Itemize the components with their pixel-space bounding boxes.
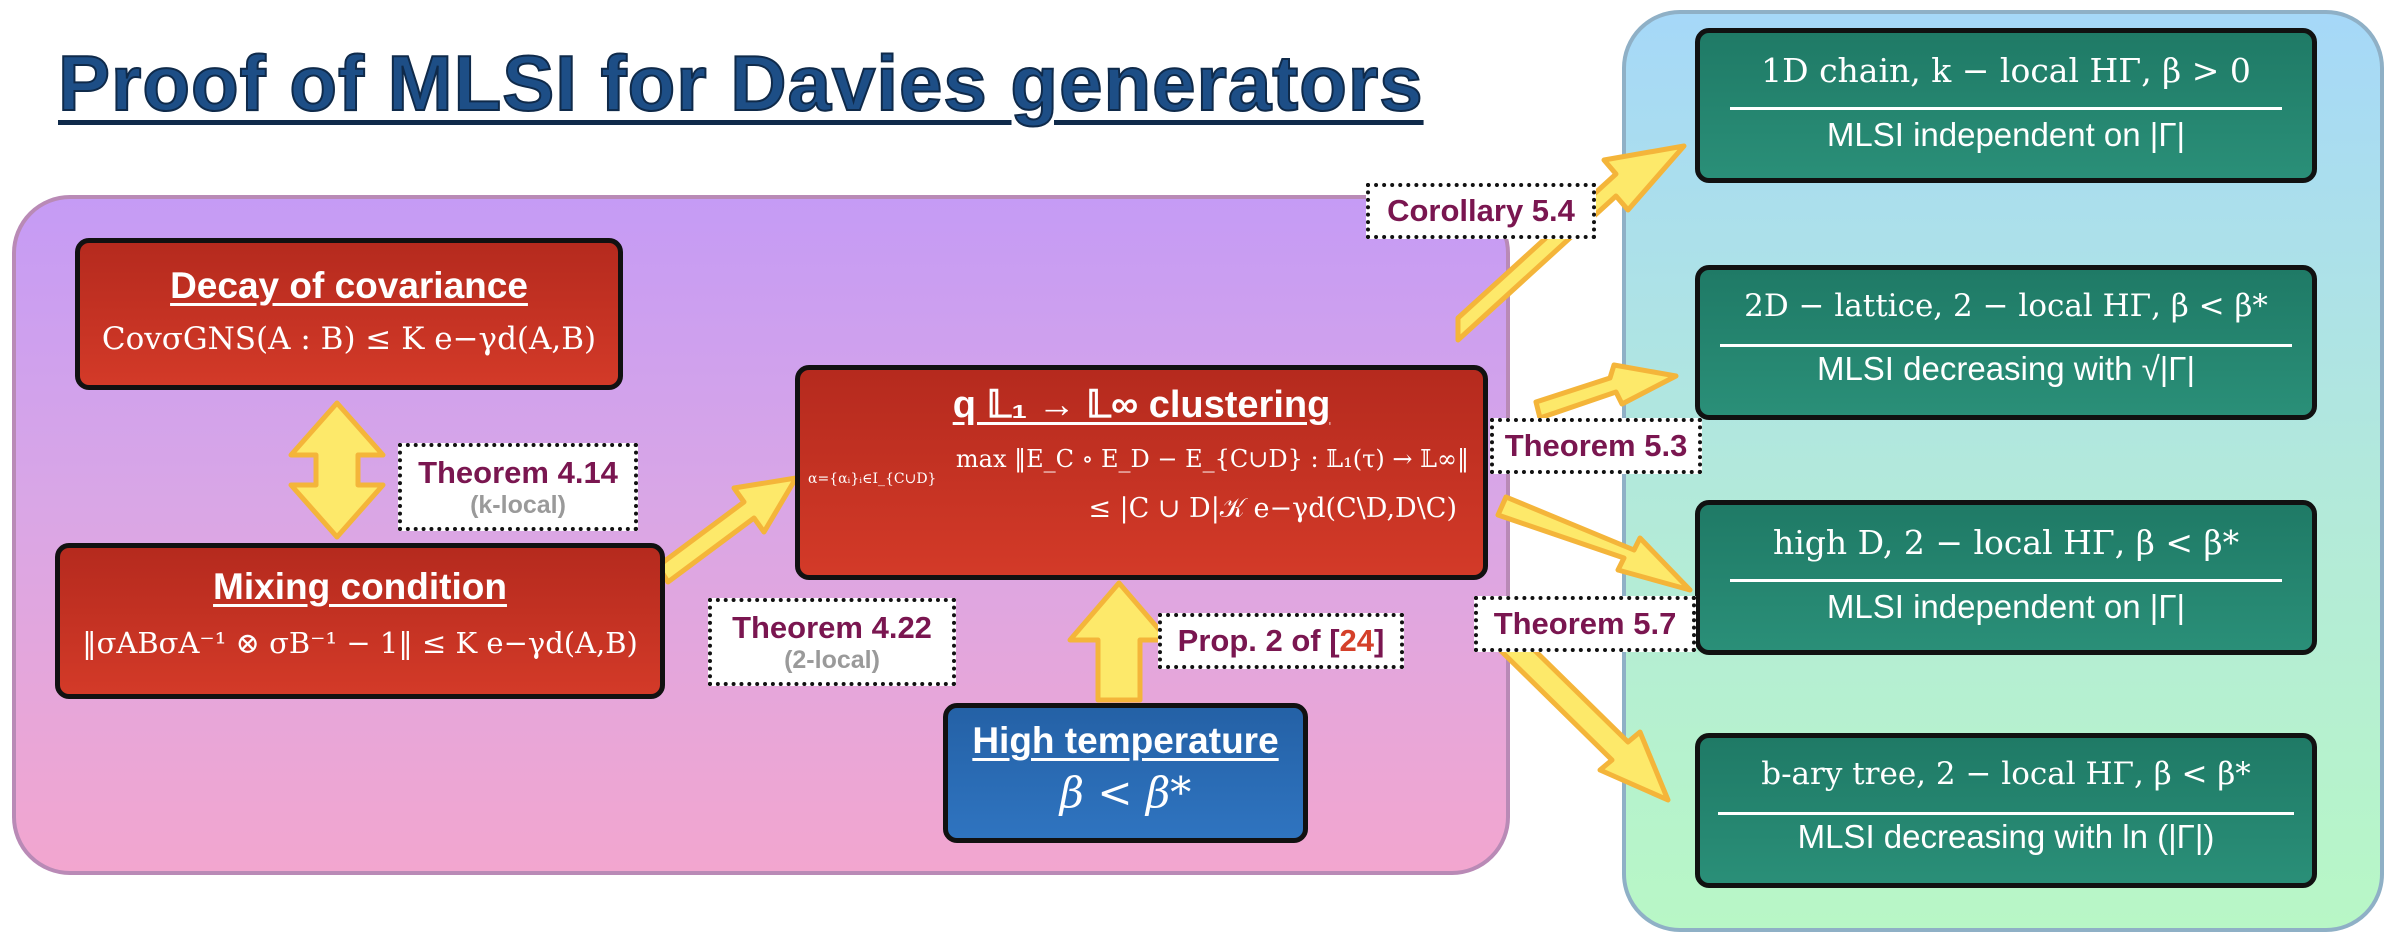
result-2-top: 2D − lattice, 2 − local HΓ, β < β* xyxy=(1744,288,2268,324)
label-theorem-4-22-sub: (2-local) xyxy=(784,646,880,674)
label-theorem-4-14-text: Theorem 4.14 xyxy=(418,455,618,490)
label-theorem-5-3-text: Theorem 5.3 xyxy=(1504,428,1688,463)
label-theorem-5-7: Theorem 5.7 xyxy=(1474,596,1696,652)
arrow-to-result-2 xyxy=(1533,362,1679,421)
arrow-mixing-to-clustering xyxy=(655,475,799,585)
clustering-formula-line2: ≤ |C ∪ D|𝒦 e−γd(C\D,D\C) xyxy=(1088,493,1457,524)
page-title: Proof of MLSI for Davies generators xyxy=(57,38,1424,128)
double-arrow-decay-mixing xyxy=(288,400,386,540)
result-1-top: 1D chain, k − local HΓ, β > 0 xyxy=(1761,51,2251,90)
mixing-heading: Mixing condition xyxy=(213,566,507,607)
mixing-condition-box: Mixing condition ‖σABσA⁻¹ ⊗ σB⁻¹ − 1‖ ≤ … xyxy=(55,543,665,699)
result-1-fraction-line xyxy=(1730,107,2282,110)
result-4-bottom: MLSI decreasing with ln (|Γ|) xyxy=(1797,818,2215,855)
result-4-fraction-line xyxy=(1718,812,2294,815)
result-box-2: 2D − lattice, 2 − local HΓ, β < β* MLSI … xyxy=(1695,265,2317,420)
result-3-bottom: MLSI independent on |Γ| xyxy=(1826,588,2186,625)
result-box-3: high D, 2 − local HΓ, β < β* MLSI indepe… xyxy=(1695,500,2317,655)
label-theorem-5-7-text: Theorem 5.7 xyxy=(1493,606,1677,641)
result-1-bottom: MLSI independent on |Γ| xyxy=(1826,116,2186,153)
high-temp-formula: β < β* xyxy=(1059,768,1192,817)
decay-heading: Decay of covariance xyxy=(170,265,528,306)
result-3-top: high D, 2 − local HΓ, β < β* xyxy=(1772,523,2240,562)
result-2-fraction-line xyxy=(1720,344,2292,347)
label-theorem-4-14: Theorem 4.14 (k-local) xyxy=(398,443,638,531)
result-3-fraction-line xyxy=(1730,579,2282,582)
label-theorem-4-22: Theorem 4.22 (2-local) xyxy=(708,598,956,686)
high-temp-heading: High temperature xyxy=(972,720,1279,761)
result-box-4: b-ary tree, 2 − local HΓ, β < β* MLSI de… xyxy=(1695,733,2317,888)
result-2-bottom: MLSI decreasing with √|Γ| xyxy=(1816,350,2196,387)
result-box-1: 1D chain, k − local HΓ, β > 0 MLSI indep… xyxy=(1695,28,2317,183)
decay-formula: CovσGNS(A : B) ≤ K e−γd(A,B) xyxy=(101,321,597,357)
label-corollary-5-4-text: Corollary 5.4 xyxy=(1387,193,1575,228)
clustering-heading: q 𝕃₁ → 𝕃∞ clustering xyxy=(952,384,1331,426)
arrow-to-result-4 xyxy=(1495,629,1671,803)
clustering-formula-line1: max ‖E_C ∘ E_D − E_{C∪D} : 𝕃₁(τ) → 𝕃∞‖ xyxy=(955,445,1469,473)
label-theorem-4-14-sub: (k-local) xyxy=(470,491,566,519)
label-theorem-5-3: Theorem 5.3 xyxy=(1490,418,1702,474)
label-prop-2: Prop. 2 of [24] xyxy=(1158,613,1404,669)
mixing-formula: ‖σABσA⁻¹ ⊗ σB⁻¹ − 1‖ ≤ K e−γd(A,B) xyxy=(82,626,638,660)
clustering-box: q 𝕃₁ → 𝕃∞ clustering max ‖E_C ∘ E_D − E_… xyxy=(795,365,1488,580)
label-prop-2-close: ] xyxy=(1374,623,1385,658)
high-temperature-box: High temperature β < β* xyxy=(943,703,1308,843)
label-prop-2-ref[interactable]: 24 xyxy=(1339,623,1375,658)
label-theorem-4-22-text: Theorem 4.22 xyxy=(732,610,932,645)
label-prop-2-text: Prop. 2 of [ xyxy=(1177,623,1340,658)
arrow-to-result-1 xyxy=(1455,143,1687,343)
label-corollary-5-4: Corollary 5.4 xyxy=(1366,183,1596,239)
result-4-top: b-ary tree, 2 − local HΓ, β < β* xyxy=(1761,756,2251,792)
arrow-hightemp-to-clustering xyxy=(1067,580,1171,703)
arrow-to-result-3 xyxy=(1495,494,1693,593)
clustering-formula-sub: α={αᵢ}ᵢ∈I_{C∪D} xyxy=(808,471,937,487)
decay-of-covariance-box: Decay of covariance CovσGNS(A : B) ≤ K e… xyxy=(75,238,623,390)
